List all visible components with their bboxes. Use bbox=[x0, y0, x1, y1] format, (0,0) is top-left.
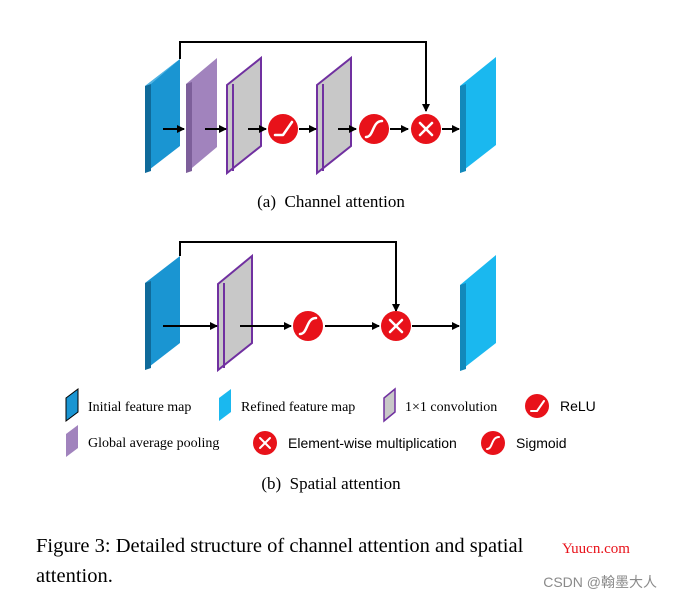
site-watermark: Yuucn.com bbox=[562, 541, 630, 557]
refined-feature-map-swatch bbox=[219, 389, 231, 421]
legend-item-element-wise-multiplication: Element-wise multiplication bbox=[253, 431, 457, 455]
sigmoid-icon bbox=[359, 114, 389, 144]
legend-label: Element-wise multiplication bbox=[288, 435, 457, 451]
legend-item-conv-1x1: 1×1 convolution bbox=[383, 387, 497, 423]
refined-feature-map bbox=[460, 57, 496, 173]
conv-1x1-map bbox=[217, 253, 253, 373]
sigmoid-icon bbox=[481, 431, 505, 455]
initial-feature-map bbox=[145, 59, 180, 173]
initial-feature-map bbox=[145, 256, 180, 370]
figure-caption-line2: attention. bbox=[36, 565, 113, 587]
legend-label: Refined feature map bbox=[241, 400, 355, 415]
multiply-icon bbox=[381, 311, 411, 341]
spatial-attention-panel bbox=[145, 241, 496, 373]
legend-label: 1×1 convolution bbox=[405, 400, 497, 415]
conv-1x1-map bbox=[316, 55, 352, 176]
legend-item-sigmoid: Sigmoid bbox=[481, 431, 567, 455]
legend-item-relu: ReLU bbox=[525, 394, 596, 418]
conv-1x1-swatch bbox=[383, 387, 396, 423]
multiply-icon bbox=[411, 114, 441, 144]
sigmoid-icon bbox=[293, 311, 323, 341]
legend: Initial feature map Refined feature map … bbox=[65, 387, 596, 457]
conv-1x1-map bbox=[226, 55, 262, 176]
legend-item-refined-feature-map: Refined feature map bbox=[219, 389, 355, 421]
legend-item-initial-feature-map: Initial feature map bbox=[65, 388, 191, 422]
figure-caption-line1: Figure 3: Detailed structure of channel … bbox=[36, 535, 524, 557]
legend-label: Global average pooling bbox=[88, 436, 219, 451]
global-average-pooling-map bbox=[186, 58, 217, 173]
legend-label: Sigmoid bbox=[516, 435, 567, 451]
legend-item-global-average-pooling: Global average pooling bbox=[66, 425, 219, 457]
csdn-watermark: CSDN @翰墨大人 bbox=[543, 574, 657, 590]
refined-feature-map bbox=[460, 255, 496, 371]
relu-icon bbox=[525, 394, 549, 418]
relu-icon bbox=[268, 114, 298, 144]
legend-label: Initial feature map bbox=[88, 400, 191, 415]
initial-feature-map-swatch bbox=[65, 388, 79, 422]
legend-label: ReLU bbox=[560, 398, 596, 414]
skip-connection-arrow bbox=[179, 241, 400, 312]
channel-attention-panel: (a) Channel attention bbox=[145, 41, 496, 211]
skip-connection-arrow bbox=[179, 41, 430, 112]
multiply-icon bbox=[253, 431, 277, 455]
global-average-pooling-swatch bbox=[66, 425, 78, 457]
panel-a-caption: (a) Channel attention bbox=[257, 192, 405, 211]
panel-b-caption: (b) Spatial attention bbox=[261, 474, 401, 493]
